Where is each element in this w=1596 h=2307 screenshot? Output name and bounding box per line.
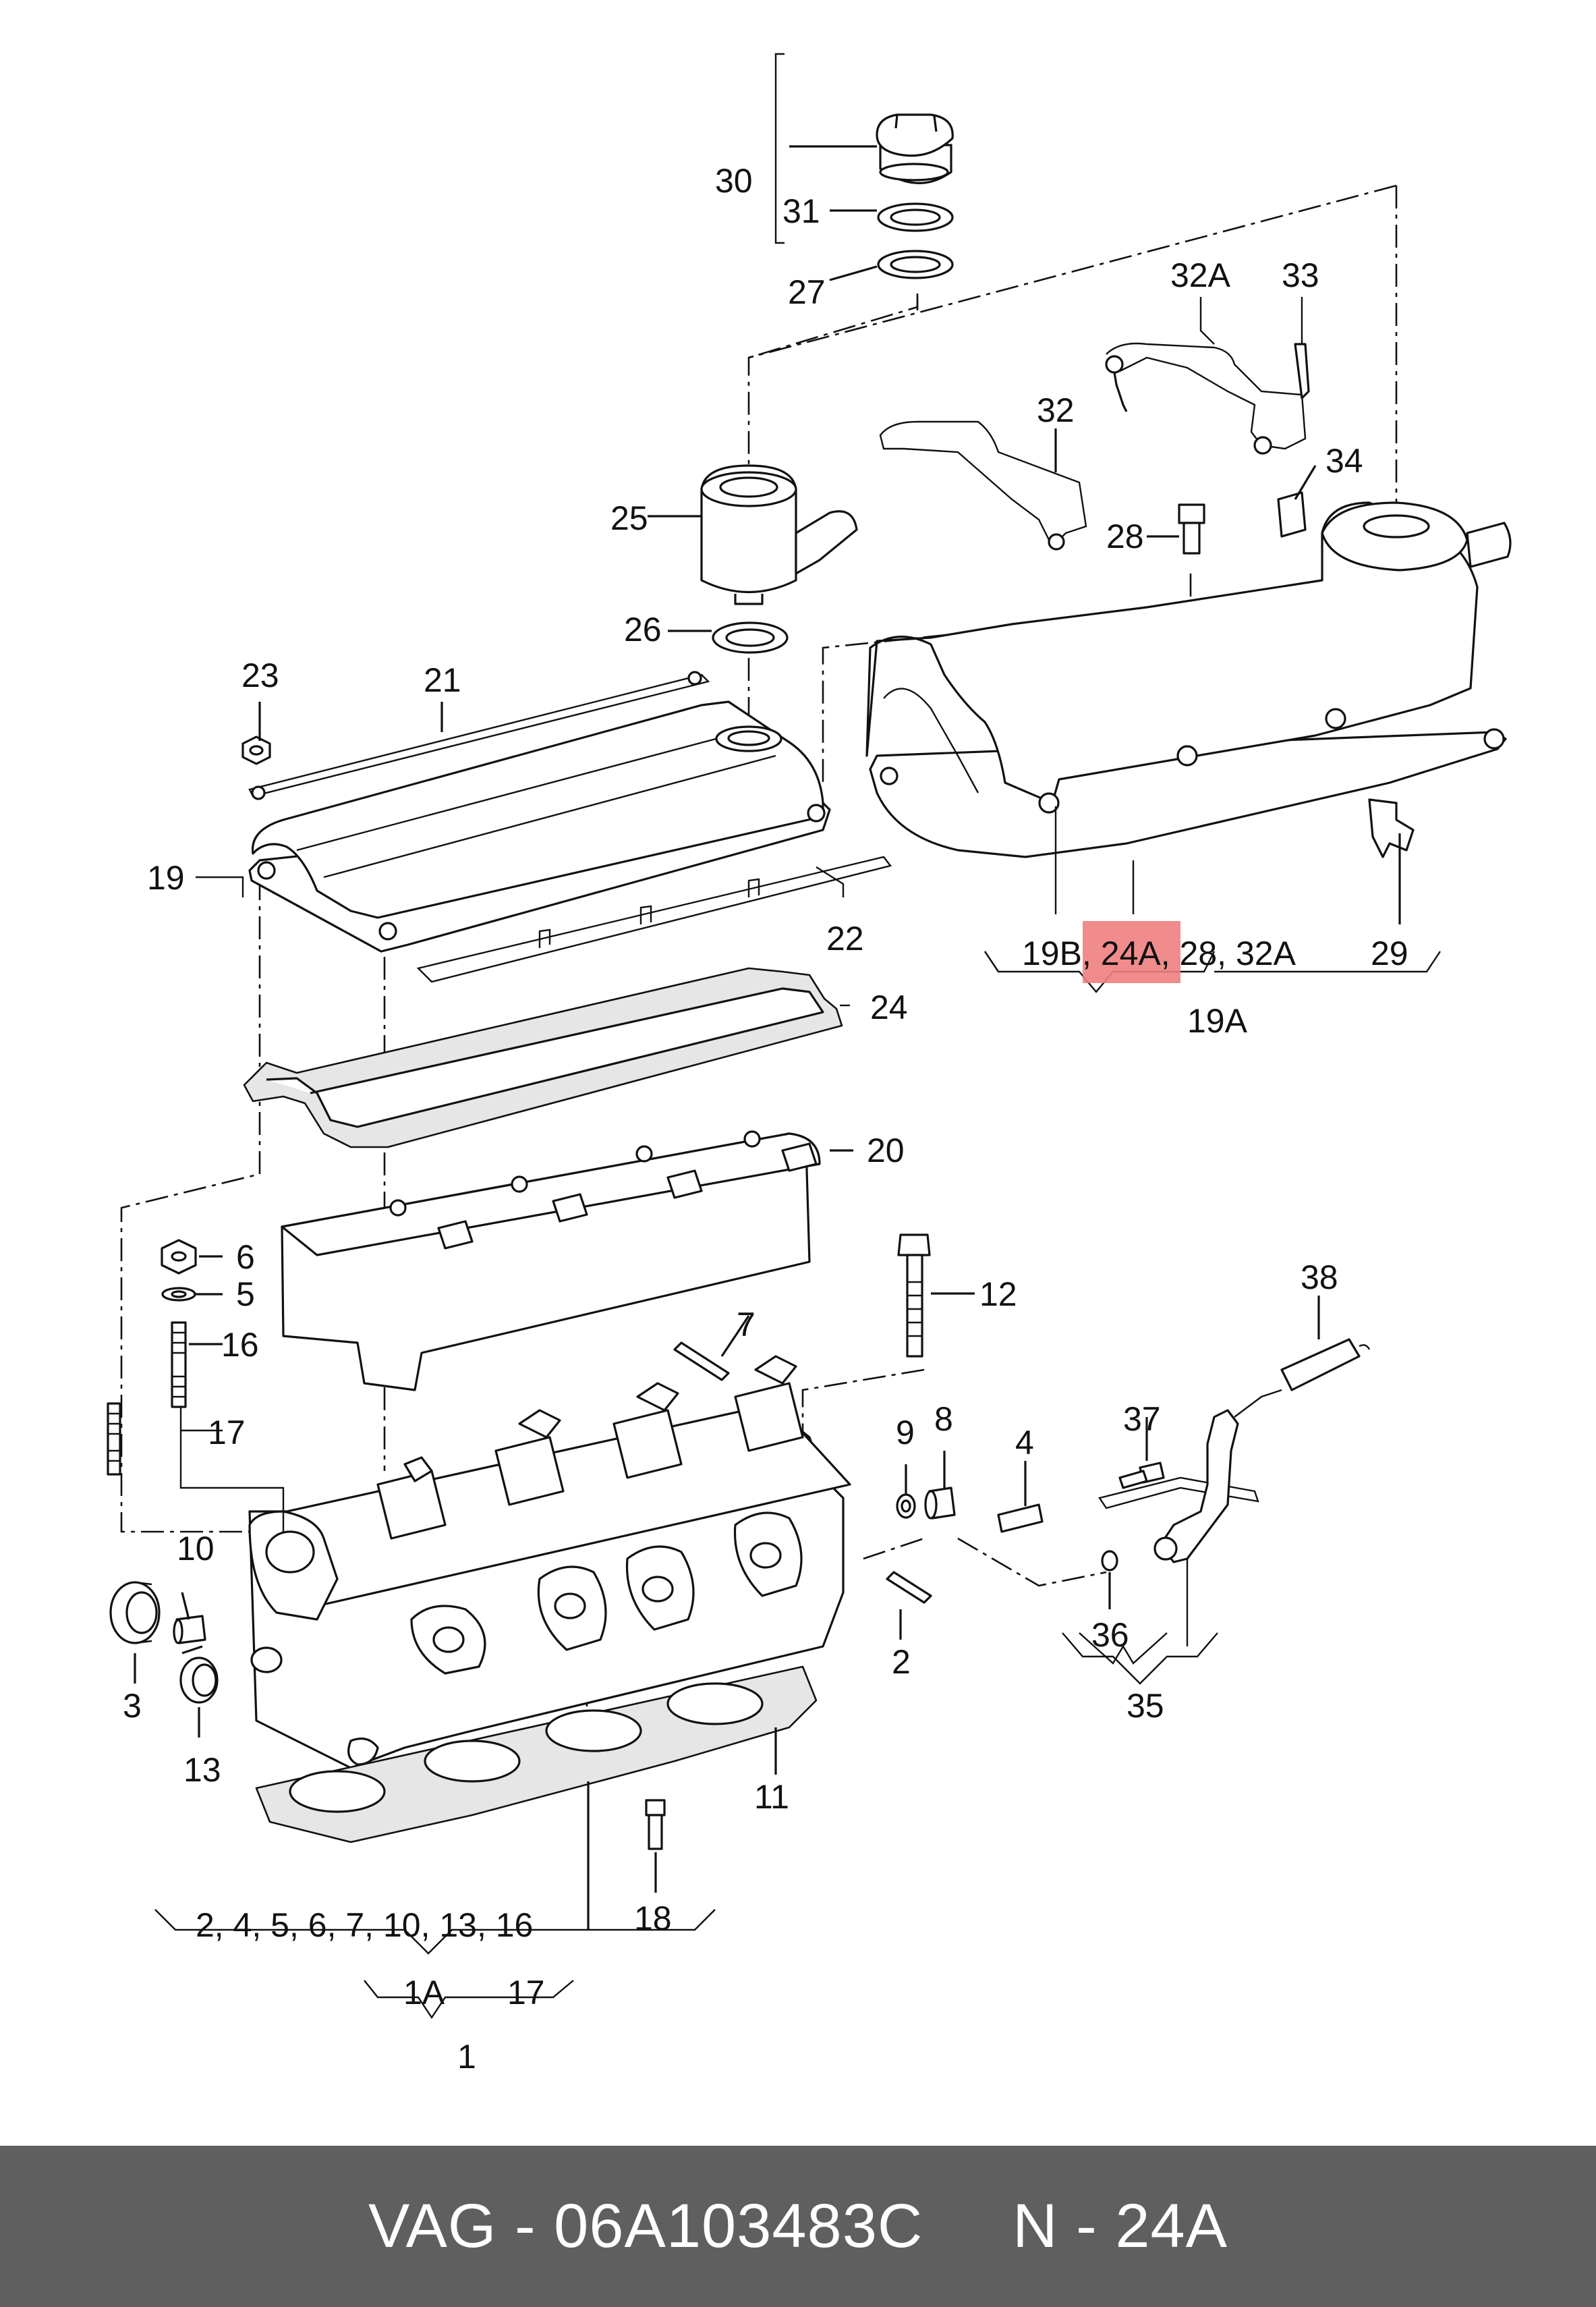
callout-20: 20 xyxy=(867,1132,905,1169)
callout-4: 4 xyxy=(1015,1424,1034,1462)
callout-28: 28 xyxy=(1106,518,1144,555)
callout-19: 19 xyxy=(147,859,185,897)
washer-36 xyxy=(1101,1550,1118,1572)
callout-21: 21 xyxy=(424,661,461,699)
sensor-38 xyxy=(1153,1338,1371,1563)
valve-cover-21 xyxy=(248,700,831,953)
callout-32A: 32A xyxy=(1170,256,1231,294)
callout-30: 30 xyxy=(715,162,753,200)
callout-34: 34 xyxy=(1326,442,1363,480)
callout-17: 17 xyxy=(208,1414,246,1451)
seal-ring-26 xyxy=(712,621,789,654)
stud-7 xyxy=(673,1341,730,1381)
callout-2: 2 xyxy=(892,1643,911,1681)
bracket-32A xyxy=(1105,342,1307,455)
callout-12: 12 xyxy=(979,1275,1017,1313)
nut-6 xyxy=(161,1239,197,1275)
part-number-text: VAG - 06A103483C N - 24A xyxy=(368,2192,1228,2260)
callout-5: 5 xyxy=(236,1275,255,1313)
clip-34 xyxy=(1277,491,1307,538)
sleeve-10 xyxy=(173,1615,206,1644)
callout-26: 26 xyxy=(624,611,662,648)
cylinder-head xyxy=(248,1355,851,1769)
callout-38: 38 xyxy=(1301,1258,1338,1296)
shaft-seal-3 xyxy=(109,1581,161,1644)
bracket-32 xyxy=(879,420,1087,551)
plug-8 xyxy=(924,1486,956,1520)
bracket-35 xyxy=(1098,1476,1259,1509)
group-1-list: 2, 4, 5, 6, 7, 10, 13, 16 xyxy=(196,1906,533,1944)
callout-labels: 30 31 27 32A 33 32 34 28 25 26 23 21 19 … xyxy=(123,162,1408,2076)
callout-3: 3 xyxy=(123,1687,142,1725)
stud-16 xyxy=(171,1321,187,1408)
gasket-24 xyxy=(243,967,843,1148)
head-gasket-11 xyxy=(255,1665,818,1843)
nut-23 xyxy=(241,735,271,765)
seal-ring-27 xyxy=(877,250,954,279)
callout-16: 16 xyxy=(221,1326,259,1364)
stud-17 xyxy=(107,1402,121,1476)
callout-25: 25 xyxy=(610,499,648,537)
callout-10: 10 xyxy=(177,1530,215,1567)
washer-9 xyxy=(896,1493,916,1519)
ring-13 xyxy=(179,1657,219,1704)
callout-31: 31 xyxy=(782,192,820,230)
callout-1: 1 xyxy=(457,2038,476,2076)
part-number-footer: VAG - 06A103483C N - 24A xyxy=(0,2146,1596,2307)
pin-4 xyxy=(997,1503,1044,1533)
bolt-37 xyxy=(1118,1462,1165,1489)
callout-8: 8 xyxy=(934,1400,953,1438)
callout-35: 35 xyxy=(1127,1687,1164,1725)
callout-32: 32 xyxy=(1037,391,1075,429)
callout-33: 33 xyxy=(1282,256,1319,294)
exploded-parts-diagram: 30 31 27 32A 33 32 34 28 25 26 23 21 19 … xyxy=(107,53,1512,2076)
crankcase-breather-25 xyxy=(700,464,858,605)
highlight-24A xyxy=(1083,921,1180,983)
callout-23: 23 xyxy=(241,657,279,694)
seal-ring-31 xyxy=(877,202,954,232)
camshaft-guide-20 xyxy=(281,1130,821,1391)
bolt-28 xyxy=(1178,503,1205,555)
bolt-18 xyxy=(645,1799,666,1850)
valve-cover-19B xyxy=(865,501,1512,858)
callout-22: 22 xyxy=(826,920,864,957)
group-19A-list: 19B, 24A, 28, 32A xyxy=(1022,935,1296,972)
oil-filler-cap xyxy=(876,113,954,184)
bracket-33 xyxy=(1294,343,1310,399)
callout-7: 7 xyxy=(737,1306,756,1343)
callout-24: 24 xyxy=(870,989,908,1026)
group-1-sub-17: 17 xyxy=(507,1974,545,2011)
callout-19A: 19A xyxy=(1187,1002,1248,1040)
leader-lines xyxy=(134,53,1441,2020)
clip-29 xyxy=(1368,798,1415,858)
callout-1A: 1A xyxy=(403,1974,445,2011)
callout-18: 18 xyxy=(634,1899,672,1937)
callout-9: 9 xyxy=(896,1414,915,1451)
callout-37: 37 xyxy=(1123,1400,1161,1438)
callout-29: 29 xyxy=(1371,935,1408,972)
callout-27: 27 xyxy=(788,273,826,311)
bolt-12 xyxy=(897,1233,931,1358)
callout-11: 11 xyxy=(754,1778,789,1816)
washer-5 xyxy=(161,1287,196,1302)
callout-13: 13 xyxy=(183,1751,221,1789)
gasket-21 xyxy=(248,671,710,800)
gasket-22 xyxy=(416,856,892,983)
stud-2 xyxy=(886,1571,932,1604)
callout-36: 36 xyxy=(1091,1616,1129,1654)
callout-6: 6 xyxy=(236,1238,255,1276)
